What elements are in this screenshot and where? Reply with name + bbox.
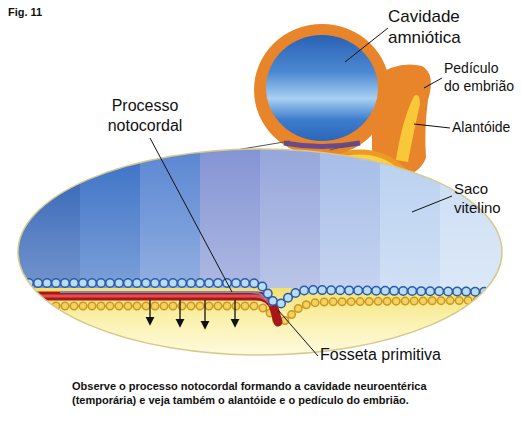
leader-line [345, 28, 388, 62]
arrow [234, 300, 235, 326]
figure-number: Fig. 11 [8, 6, 42, 20]
leader-line [414, 124, 450, 128]
part-label: Pedículo do embrião [444, 60, 516, 95]
amnion [254, 24, 390, 156]
amniotic-cavity [266, 35, 378, 141]
leader-line [150, 138, 232, 292]
arrow [204, 300, 205, 328]
magnifier-outline [18, 149, 502, 355]
part-label: Alantóide [452, 119, 510, 137]
part-label: Processo notocordal [95, 96, 195, 136]
part-label: Cavidade amniótica [388, 6, 473, 49]
magnified-section [18, 148, 504, 358]
part-label: Saco vitelino [454, 180, 514, 218]
part-label: Fosseta primitiva [320, 345, 441, 365]
caption: Observe o processo notocordal formando a… [72, 380, 472, 408]
allantois [396, 95, 420, 162]
leader-line [278, 310, 318, 356]
leader-line [424, 78, 442, 88]
arrow [179, 300, 180, 326]
zoom-line [330, 144, 352, 150]
arrow [149, 300, 150, 324]
leader-line [412, 196, 452, 212]
